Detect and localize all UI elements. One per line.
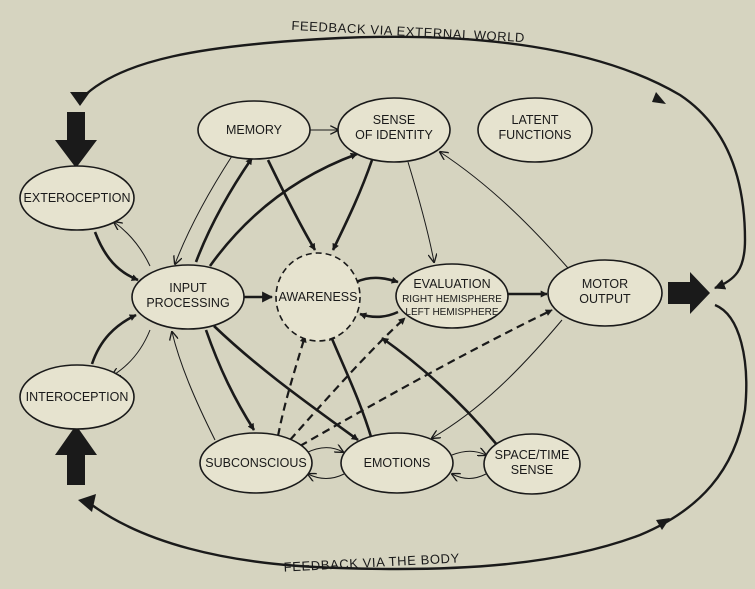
feedback-top-right-arrowhead <box>652 92 666 104</box>
svg-text:AWARENESS: AWARENESS <box>279 290 358 304</box>
svg-text:FUNCTIONS: FUNCTIONS <box>499 128 572 142</box>
svg-text:LEFT HEMISPHERE: LEFT HEMISPHERE <box>405 307 498 318</box>
svg-text:EVALUATION: EVALUATION <box>413 277 490 291</box>
svg-text:SENSE: SENSE <box>511 463 553 477</box>
edge-evaluation-to-awareness <box>359 310 399 320</box>
node-interoception: INTEROCEPTION <box>19 364 135 430</box>
svg-text:LATENT: LATENT <box>512 113 559 127</box>
node-space-time-sense: SPACE/TIME SENSE <box>483 433 581 495</box>
edge-emotions-to-spacetime <box>451 451 486 455</box>
edge-subconscious-to-motor <box>299 309 553 447</box>
feedback-top-left-arrowhead <box>70 92 90 106</box>
feedback-top-label: FEEDBACK VIA EXTERNAL WORLD <box>291 18 525 45</box>
feedback-loop-body <box>78 303 748 571</box>
edge-extero-to-input <box>93 231 139 282</box>
connections <box>90 130 569 479</box>
edge-subconscious-to-emotions <box>305 448 343 454</box>
feedback-bottom-right-arrowhead <box>656 518 670 530</box>
edge-subconscious-to-awareness <box>276 335 307 437</box>
edge-emotions-to-awareness <box>328 333 374 441</box>
svg-text:SUBCONSCIOUS: SUBCONSCIOUS <box>205 456 306 470</box>
feedback-loop-external <box>70 35 747 290</box>
node-awareness: AWARENESS <box>275 252 361 342</box>
edge-intero-to-input <box>90 313 137 365</box>
feedback-bottom-label: FEEDBACK VIA THE BODY <box>283 550 460 574</box>
feedback-bottom-left-arrowhead <box>78 494 96 512</box>
block-arrow-motor-out <box>668 272 710 314</box>
edge-emotions-to-subconscious <box>308 474 345 479</box>
edge-identity-to-awareness <box>331 159 374 251</box>
svg-text:EXTEROCEPTION: EXTEROCEPTION <box>24 191 131 205</box>
edge-input-to-emotions <box>213 325 359 442</box>
svg-text:SENSE: SENSE <box>373 113 415 127</box>
svg-text:OUTPUT: OUTPUT <box>579 292 631 306</box>
edge-subconscious-to-evaluation <box>289 317 406 441</box>
edge-input-to-identity <box>208 152 358 267</box>
edge-subconscious-to-input <box>172 332 216 441</box>
edge-input-to-memory <box>194 157 254 263</box>
svg-text:EMOTIONS: EMOTIONS <box>364 456 431 470</box>
edge-motor-to-emotions <box>432 319 563 438</box>
edge-input-to-intero <box>112 329 151 376</box>
node-motor-output: MOTOR OUTPUT <box>547 259 663 327</box>
svg-text:RIGHT HEMISPHERE: RIGHT HEMISPHERE <box>402 294 502 305</box>
edge-identity-to-evaluation <box>407 161 434 262</box>
block-arrow-into-exteroception <box>55 112 97 168</box>
memory-label: MEMORY <box>226 123 283 137</box>
edge-spacetime-to-emotions <box>452 474 487 479</box>
block-arrow-into-interoception <box>55 425 97 485</box>
node-memory: MEMORY <box>197 100 311 160</box>
node-latent-functions: LATENT FUNCTIONS <box>477 97 593 163</box>
edge-input-to-extero <box>114 222 151 267</box>
node-emotions: EMOTIONS <box>340 432 454 494</box>
svg-text:OF IDENTITY: OF IDENTITY <box>355 128 433 142</box>
svg-text:INPUT: INPUT <box>169 281 207 295</box>
node-sense-of-identity: SENSE OF IDENTITY <box>337 97 451 163</box>
edge-awareness-to-evaluation <box>355 276 399 284</box>
edge-memory-to-input <box>175 155 233 264</box>
svg-text:SPACE/TIME: SPACE/TIME <box>495 448 570 462</box>
edge-motor-to-identity <box>440 152 569 269</box>
svg-text:PROCESSING: PROCESSING <box>146 296 229 310</box>
edge-spacetime-to-evaluation <box>381 336 500 447</box>
node-exteroception: EXTEROCEPTION <box>19 165 135 231</box>
node-evaluation: EVALUATION RIGHT HEMISPHERE LEFT HEMISPH… <box>395 263 509 329</box>
node-input-processing: INPUT PROCESSING <box>131 264 245 330</box>
svg-text:INTEROCEPTION: INTEROCEPTION <box>26 390 129 404</box>
edge-input-to-subconscious <box>204 329 256 431</box>
edge-memory-to-awareness <box>266 159 317 251</box>
node-subconscious: SUBCONSCIOUS <box>199 432 313 494</box>
svg-text:MOTOR: MOTOR <box>582 277 628 291</box>
